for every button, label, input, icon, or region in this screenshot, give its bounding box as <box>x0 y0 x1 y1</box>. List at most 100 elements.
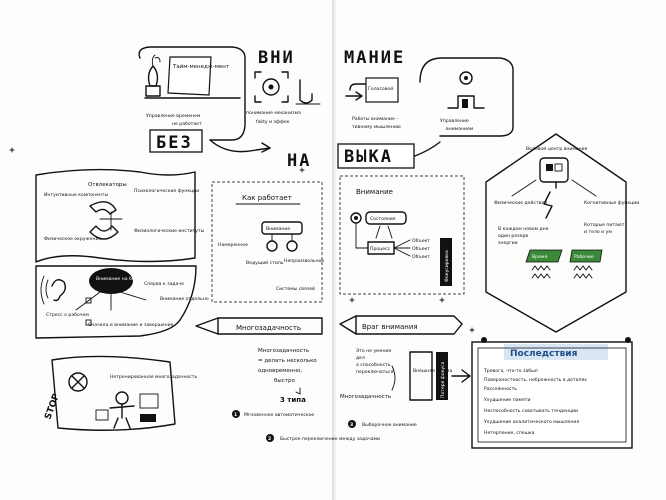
types-label: 3 типа <box>280 396 306 404</box>
focus-tag-text: Фокусировка <box>444 250 450 282</box>
without-arrowhead <box>261 142 271 153</box>
multitask-text-4: быстро <box>274 378 295 384</box>
mode-2: Психологические функции <box>134 188 199 194</box>
multitask-text-1: Многозадачность <box>258 348 309 354</box>
distraction-note-2: Сперва к задаче <box>144 281 184 287</box>
enemy-left-1: Это не умение <box>356 348 391 354</box>
enemy-banner <box>355 315 463 335</box>
enemy-box <box>409 351 433 401</box>
object-3: Объект <box>412 254 430 260</box>
consequence-6: Ухудшение аналитического мышления <box>484 419 579 425</box>
juggler-icon <box>95 391 159 429</box>
title-attention-part1: ВНИ <box>258 48 295 68</box>
window-sticker: Голосовой <box>368 85 393 92</box>
how-item-2: Намеренное <box>218 242 248 248</box>
title-na: НА <box>287 151 311 171</box>
consequences-title-highlight <box>504 344 608 360</box>
stop-label: STOP <box>43 392 62 421</box>
enemy-banner-text: Враг внимания <box>362 323 418 331</box>
enemy-banner-tail <box>339 315 357 335</box>
consequence-1: Тревога, что-то забыл <box>483 368 538 374</box>
attention-frame <box>339 175 465 295</box>
enemy-mid: Многозадачность <box>340 394 391 400</box>
time-mgmt-caption-2: не работает <box>172 121 202 127</box>
stop-caption: Нетренированная многозадачность <box>110 374 197 380</box>
enemy-box-text: Внешняя угроза <box>413 368 452 374</box>
distraction-note-3: Сначала и внимание и завершение <box>88 322 174 328</box>
brain-right-label: Когнитивные функции <box>584 200 639 206</box>
state-label: Состояния <box>370 216 396 222</box>
plant-icon <box>145 54 161 97</box>
distraction-arrows <box>75 291 147 311</box>
brain-arrows <box>511 179 597 197</box>
modes-title: Отвлекаторы <box>88 182 127 188</box>
object-1: Объект <box>412 238 430 244</box>
title-without-box: БЕЗ <box>149 129 203 153</box>
type-1: Мгновенное автоматическое <box>244 412 314 418</box>
title-skill-box <box>337 143 415 169</box>
manage-frame <box>419 57 514 137</box>
brain-caption-1: понимание механизма <box>246 111 301 116</box>
types-arrow <box>295 387 301 395</box>
mode-1: Интуитивные компоненты <box>44 192 108 198</box>
distraction-bubble: Внимание на беге <box>89 268 140 294</box>
how-item-4: Непроизвольное <box>284 258 324 264</box>
distraction-note-1: Стресс о рабочем <box>46 312 89 318</box>
distractions-frame <box>35 168 196 263</box>
title-attention-part2: МАНИЕ <box>344 48 405 68</box>
multitask-banner-text: Многозадачность <box>236 324 301 332</box>
consequence-3: Рассеянность <box>484 386 517 392</box>
multitask-text-3: одновременно, <box>258 368 302 374</box>
how-item-5: Системы связей <box>276 285 315 292</box>
how-node-a <box>266 240 278 252</box>
type-3: Выборочное внимание <box>362 422 417 428</box>
check-box-1 <box>85 297 92 304</box>
check-box-2 <box>85 319 92 326</box>
stop-frame <box>51 355 176 431</box>
distraction-note-4: Внимание отдельно <box>160 296 209 302</box>
how-title: Как работает <box>242 194 292 202</box>
green-box-2: Рабочие <box>574 254 594 260</box>
green-box-1: Время <box>532 254 547 260</box>
type-2-bullet <box>266 434 274 442</box>
distraction-label: Внимание на беге <box>96 276 140 282</box>
attention-label: Внимание <box>356 188 393 196</box>
enemy-side-tag <box>436 352 448 400</box>
reserve-text-2: один резерв <box>498 234 528 239</box>
object-2: Объект <box>412 246 430 252</box>
feeds-text-1: Которые питают <box>584 222 625 228</box>
consequence-4: Ухудшение памяти <box>484 397 530 403</box>
time-mgmt-sticker: Тайм-менедж-мент <box>167 56 230 96</box>
type-1-num: 1 <box>234 412 237 418</box>
brain-center-title: Волевой центр внимания <box>526 145 588 152</box>
enemy-left-4: переключаться <box>356 370 394 375</box>
consequence-7: Нетерпение, спешка <box>484 430 535 436</box>
how-item-3: Ведущий стиль <box>246 259 284 266</box>
magnet-icon <box>89 201 123 240</box>
energy-hexagon <box>485 133 627 333</box>
how-item-1: Внимание <box>266 226 290 232</box>
skill-arrow <box>414 141 441 157</box>
type-2-num: 2 <box>268 436 271 442</box>
banner-tail-left <box>195 317 219 335</box>
brain-caption-2: fakty и эффек <box>256 119 290 125</box>
podium-icon <box>447 71 485 109</box>
process-label: Процесс <box>370 246 391 252</box>
how-links <box>271 233 293 242</box>
enemy-left-3: а способность <box>356 362 391 368</box>
mechanism-icon <box>254 71 321 105</box>
work-caption-2: тивному мышлению <box>352 125 401 130</box>
consequence-5: Неспособность схватывать тенденции <box>484 408 578 414</box>
mode-4: Физическое окружение <box>44 236 101 242</box>
type-3-num: 3 <box>350 422 353 428</box>
consequences-box <box>471 337 633 449</box>
how-node-b <box>286 240 298 252</box>
type-3-bullet <box>348 420 356 428</box>
stop-sign-icon <box>68 372 88 392</box>
consequences-title: Последствия <box>510 349 578 359</box>
energy-boxes: Время Рабочие <box>525 249 603 279</box>
how-frame <box>211 181 323 303</box>
feeds-text-2: и тело и ум <box>584 230 612 235</box>
time-mgmt-caption-1: Управление временем <box>146 113 201 119</box>
